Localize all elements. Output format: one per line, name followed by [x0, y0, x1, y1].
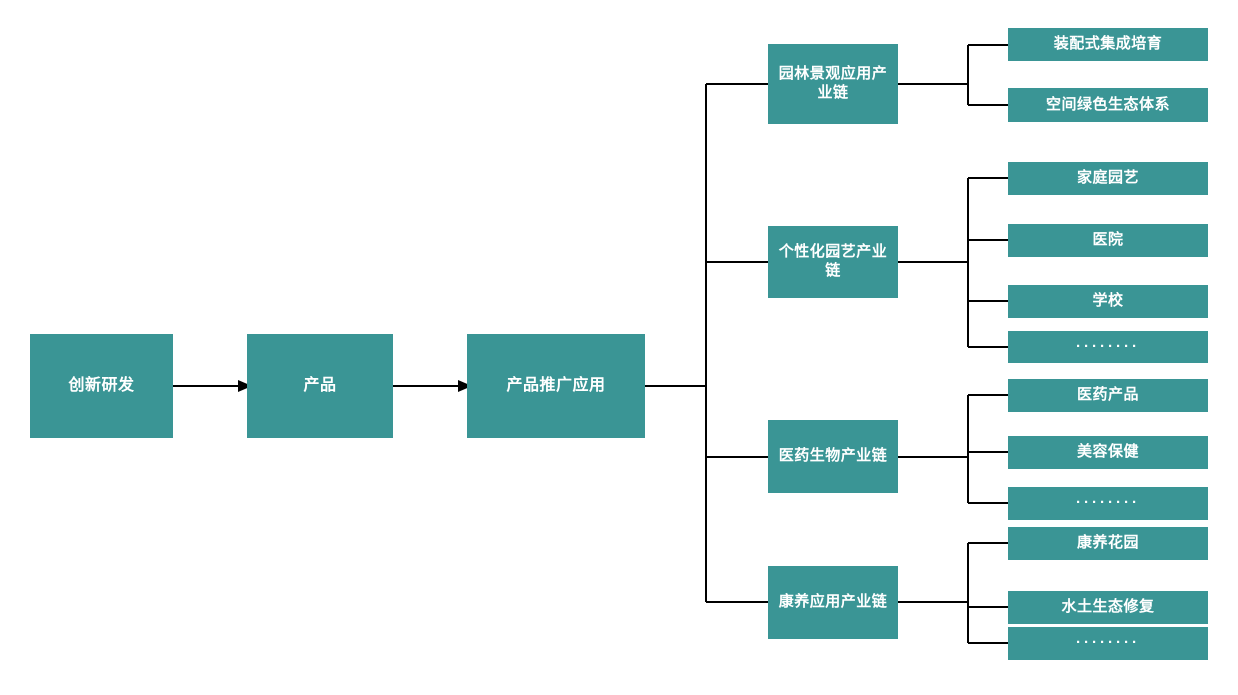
leaf-hospital[interactable]: 医院 [1008, 224, 1208, 257]
node-wellness-application-chain[interactable]: 康养应用产业链 [768, 566, 898, 639]
leaf-pharmaceutical-products[interactable]: 医药产品 [1008, 379, 1208, 412]
leaf-beauty-healthcare[interactable]: 美容保健 [1008, 436, 1208, 469]
node-personalized-gardening-chain[interactable]: 个性化园艺产业链 [768, 226, 898, 298]
leaf-spatial-green-ecosystem[interactable]: 空间绿色生态体系 [1008, 88, 1208, 122]
leaf-ellipsis-group4[interactable]: ········ [1008, 627, 1208, 660]
node-label: 康养应用产业链 [778, 593, 888, 611]
leaf-school[interactable]: 学校 [1008, 285, 1208, 318]
node-innovation-rd[interactable]: 创新研发 [30, 334, 173, 438]
node-label: 园林景观应用产业链 [778, 65, 888, 101]
node-label: 创新研发 [68, 377, 135, 394]
node-label: 医药产品 [1076, 386, 1139, 404]
node-product[interactable]: 产品 [247, 334, 393, 438]
leaf-prefabricated-integrated-cultivation[interactable]: 装配式集成培育 [1008, 28, 1208, 61]
leaf-ellipsis-group2[interactable]: ········ [1008, 331, 1208, 363]
node-label: 美容保健 [1076, 443, 1139, 461]
node-label: ········ [1076, 494, 1140, 512]
node-landscape-chain[interactable]: 园林景观应用产业链 [768, 44, 898, 124]
node-label: 医院 [1092, 231, 1124, 249]
node-label: 家庭园艺 [1076, 169, 1139, 187]
node-label: 空间绿色生态体系 [1045, 95, 1170, 113]
node-label: 学校 [1092, 292, 1124, 310]
leaf-home-gardening[interactable]: 家庭园艺 [1008, 162, 1208, 195]
node-label: 产品 [303, 377, 337, 394]
node-product-promotion-application[interactable]: 产品推广应用 [467, 334, 645, 438]
leaf-wellness-garden[interactable]: 康养花园 [1008, 527, 1208, 560]
node-label: 医药生物产业链 [778, 447, 888, 465]
node-label: ········ [1076, 337, 1140, 355]
node-pharma-biology-chain[interactable]: 医药生物产业链 [768, 420, 898, 493]
node-label: 个性化园艺产业链 [778, 243, 888, 279]
node-label: 产品推广应用 [506, 377, 606, 394]
node-label: 装配式集成培育 [1053, 35, 1163, 53]
leaf-ellipsis-group3[interactable]: ········ [1008, 487, 1208, 520]
node-label: ········ [1076, 634, 1140, 652]
node-label: 水土生态修复 [1061, 598, 1155, 616]
node-label: 康养花园 [1076, 534, 1139, 552]
leaf-soil-water-ecological-restoration[interactable]: 水土生态修复 [1008, 591, 1208, 624]
